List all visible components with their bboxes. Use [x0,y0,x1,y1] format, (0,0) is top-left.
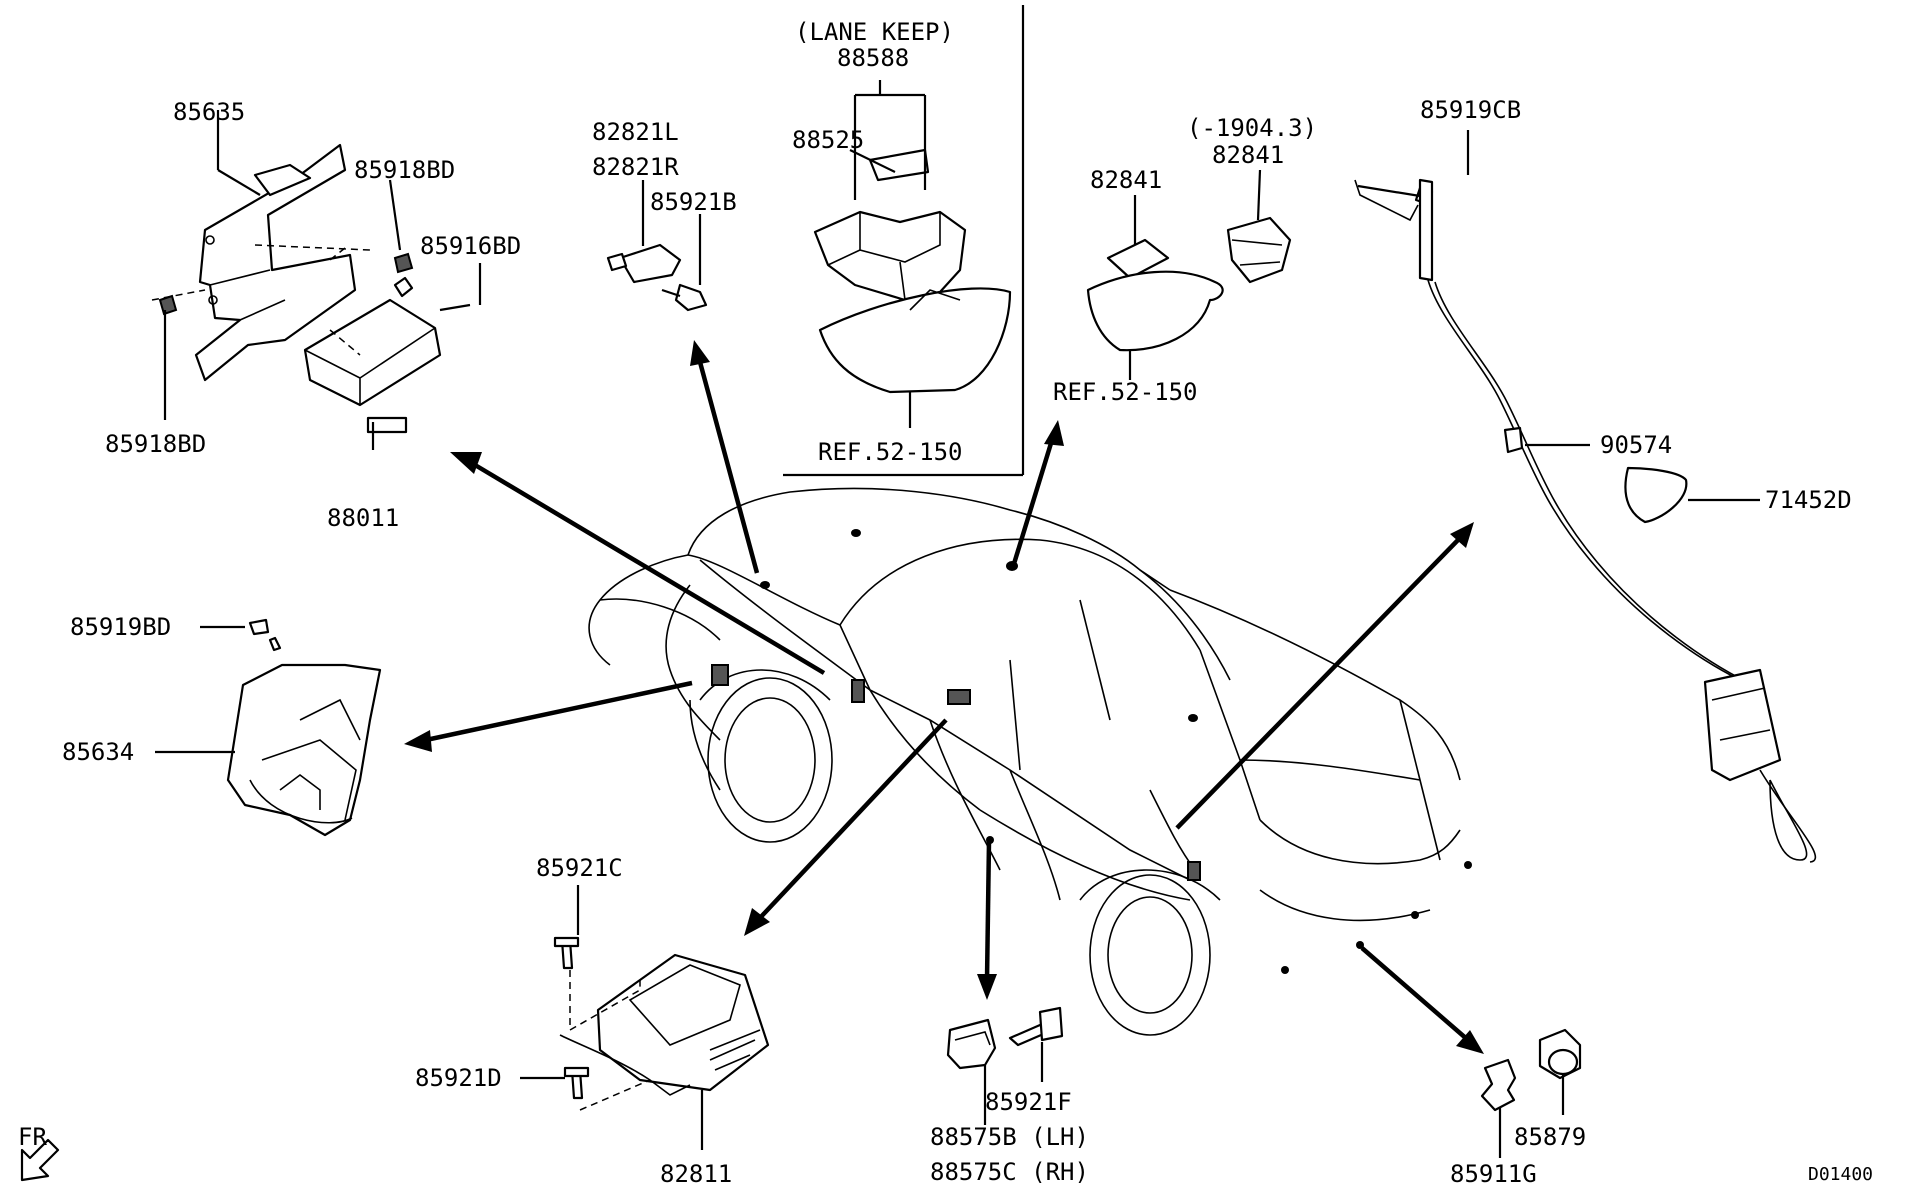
label-85916bd: 85916BD [420,232,521,260]
label-lane-keep: (LANE KEEP) [795,18,954,46]
sensor-82841 [1086,169,1292,380]
front-direction-marker [20,1138,60,1182]
label-82821r: 82821R [592,153,679,181]
radar-unit-88011 [151,110,482,450]
label-85918bd-bottom: 85918BD [105,430,206,458]
label-85634: 85634 [62,738,134,766]
label-88575c: 88575C (RH) [930,1158,1089,1186]
label-88588: 88588 [837,44,909,72]
label-85921c: 85921C [536,854,623,882]
drawing-code: D01400 [1808,1164,1873,1185]
impact-sensor-82821 [606,180,708,312]
label-71452d: 71452D [1765,486,1852,514]
label-ref-left: REF.52-150 [818,438,963,466]
label-88011: 88011 [327,504,399,532]
direction-arrows [404,340,1484,1054]
lane-camera-88588 [813,80,1012,428]
label-85918bd-top: 85918BD [354,156,455,184]
label-82841-a: 82841 [1090,166,1162,194]
label-85911g: 85911G [1450,1160,1537,1187]
label-85879: 85879 [1514,1123,1586,1151]
part-labels: 85635 85918BD 85916BD 85918BD 88011 8282… [18,18,1873,1188]
label-85921b: 85921B [650,188,737,216]
label-82841-b: 82841 [1212,141,1284,169]
label-date-range: (-1904.3) [1187,114,1317,142]
lane-keep-frame [783,5,1025,477]
label-85919cb: 85919CB [1420,96,1521,124]
side-sensor-88575 [946,1006,1064,1125]
label-88525: 88525 [792,126,864,154]
parking-sensor-85879 [1480,1028,1582,1158]
label-ref-right: REF.52-150 [1053,378,1198,406]
label-front: FR [18,1123,47,1151]
label-82821l: 82821L [592,118,679,146]
label-88575b: 88575B (LH) [930,1123,1089,1151]
vehicle-outline [588,487,1472,1036]
label-82811: 82811 [660,1160,732,1187]
label-85635: 85635 [173,98,245,126]
srs-unit-82811 [520,885,770,1150]
label-85921f: 85921F [985,1088,1072,1116]
label-85919bd: 85919BD [70,613,171,641]
antenna-cable-90574 [1354,130,1817,863]
label-90574: 90574 [1600,431,1672,459]
label-85921d: 85921D [415,1064,502,1092]
bracket-85634 [155,618,382,837]
